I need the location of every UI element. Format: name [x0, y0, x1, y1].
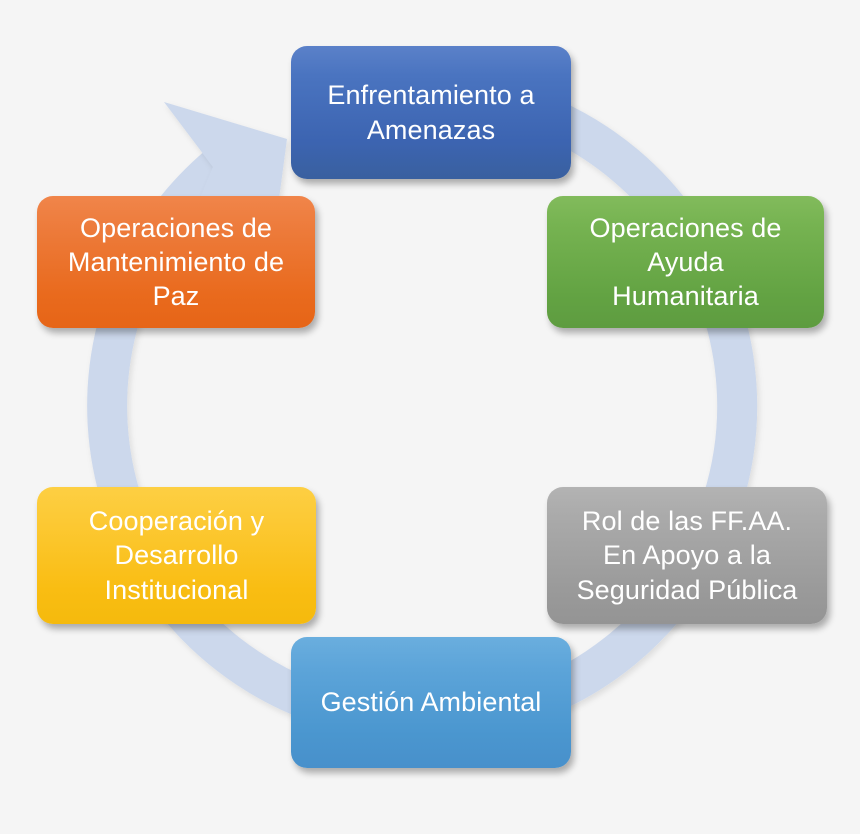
cycle-node-public-security-label: Rol de las FF.AA. En Apoyo a la Segurida… [576, 506, 798, 605]
cycle-node-humanitarian[interactable]: Operaciones de Ayuda Humanitaria [547, 196, 824, 328]
cycle-node-public-security[interactable]: Rol de las FF.AA. En Apoyo a la Segurida… [547, 487, 827, 624]
cycle-node-environment-label: Gestión Ambiental [320, 687, 542, 718]
cycle-node-environment[interactable]: Gestión Ambiental [291, 637, 571, 768]
cycle-node-cooperation[interactable]: Cooperación y Desarrollo Institucional [37, 487, 316, 624]
cycle-node-peacekeeping-label: Operaciones de Mantenimiento de Paz [67, 212, 285, 311]
cycle-node-humanitarian-label: Operaciones de Ayuda Humanitaria [589, 212, 782, 311]
cycle-node-threats-label: Enfrentamiento a Amenazas [327, 80, 535, 145]
cycle-node-cooperation-label: Cooperación y Desarrollo Institucional [88, 506, 265, 605]
ring-band [87, 71, 758, 741]
cycle-node-peacekeeping[interactable]: Operaciones de Mantenimiento de Paz [37, 196, 315, 328]
cycle-node-threats[interactable]: Enfrentamiento a Amenazas [291, 46, 571, 179]
